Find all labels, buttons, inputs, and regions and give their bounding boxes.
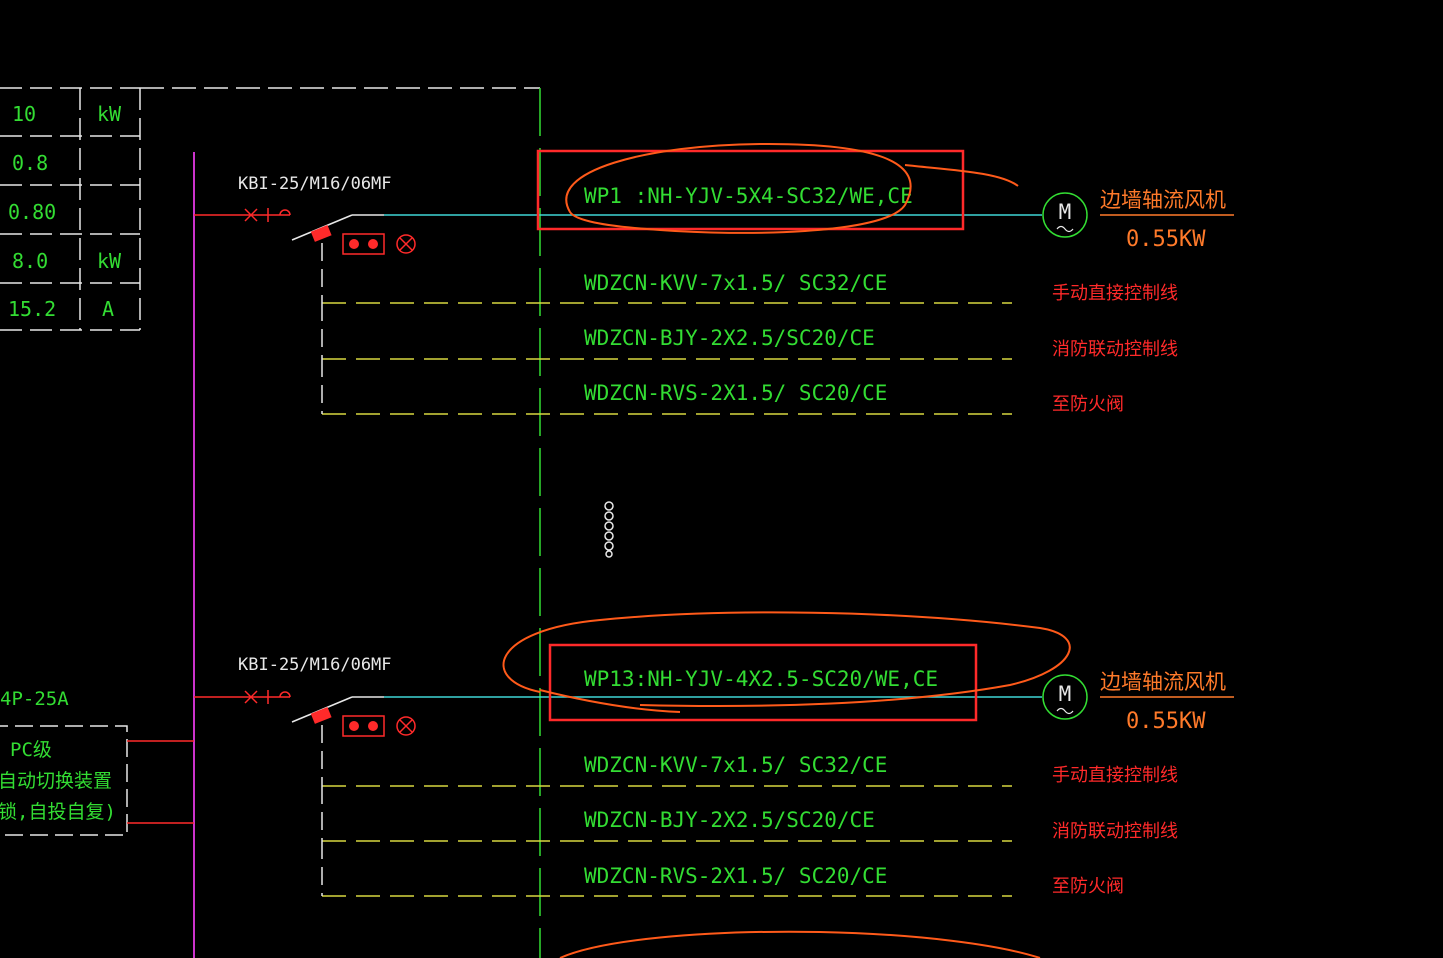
motor-symbol-2: M: [1059, 682, 1072, 706]
signal-lamp-icon-2: [396, 716, 416, 736]
control-cable-2-2: WDZCN-BJY-2X2.5/SC20/CE: [584, 808, 875, 832]
circuit-2: KBI-25/M16/06MF WP13:NH-YJV-4X2.5-SC20/W…: [194, 611, 1234, 897]
table-unit-4: kW: [97, 249, 122, 273]
parameter-table: [0, 87, 141, 331]
control-cable-2-3: WDZCN-RVS-2X1.5/ SC20/CE: [584, 864, 887, 888]
markup-ellipse-1: [565, 142, 1019, 234]
breaker-symbol-2: [244, 690, 291, 704]
breaker-contact-1: [291, 214, 384, 242]
control-purpose-2-1: 手动直接控制线: [1052, 765, 1178, 786]
breaker-symbol-1: [244, 208, 291, 222]
table-value-2: 0.8: [12, 151, 48, 175]
ats-label-line1: PC级: [10, 739, 52, 761]
equipment-name-1: 边墙轴流风机: [1100, 188, 1226, 212]
ats-rating: 4P-25A: [0, 688, 69, 710]
indicator-lights-2: [342, 715, 385, 737]
breaker-contact-2: [291, 696, 384, 724]
power-cable-label-1: WP1 :NH-YJV-5X4-SC32/WE,CE: [584, 184, 913, 208]
breaker-label-1: KBI-25/M16/06MF: [238, 174, 392, 194]
table-unit-5: A: [102, 297, 114, 321]
table-value-5: 15.2: [8, 297, 56, 321]
continuation-dots: [604, 501, 614, 558]
ats-label-line2: 自动切换装置: [0, 770, 112, 792]
control-purpose-1-1: 手动直接控制线: [1052, 283, 1178, 304]
equipment-power-2: 0.55KW: [1126, 709, 1206, 734]
table-value-3: 0.80: [8, 200, 56, 224]
control-purpose-1-2: 消防联动控制线: [1052, 339, 1178, 360]
control-cable-2-1: WDZCN-KVV-7x1.5/ SC32/CE: [584, 753, 887, 777]
equipment-name-2: 边墙轴流风机: [1100, 670, 1226, 694]
markup-arc-bottom: [559, 930, 1041, 958]
motor-icon-2: M: [1042, 674, 1088, 720]
power-cable-label-2: WP13:NH-YJV-4X2.5-SC20/WE,CE: [584, 667, 938, 691]
highlight-box-2: [548, 643, 978, 722]
ats-box: [0, 725, 128, 836]
signal-lamp-icon-1: [396, 234, 416, 254]
control-purpose-2-2: 消防联动控制线: [1052, 821, 1178, 842]
control-purpose-2-3: 至防火阀: [1052, 876, 1124, 897]
table-unit-1: kW: [97, 102, 122, 126]
ats-label-line3: 锁,自投自复): [0, 801, 116, 823]
motor-icon-1: M: [1042, 192, 1088, 238]
control-lines-2: [322, 785, 1012, 897]
control-purpose-1-3: 至防火阀: [1052, 394, 1124, 415]
motor-symbol-1: M: [1059, 200, 1072, 224]
table-value-4: 8.0: [12, 249, 48, 273]
control-lines-1: [322, 302, 1012, 415]
control-cable-1-1: WDZCN-KVV-7x1.5/ SC32/CE: [584, 271, 887, 295]
breaker-label-2: KBI-25/M16/06MF: [238, 655, 392, 675]
equipment-power-1: 0.55KW: [1126, 227, 1206, 252]
markup-ellipse-2: [502, 611, 1071, 713]
control-cable-1-3: WDZCN-RVS-2X1.5/ SC20/CE: [584, 381, 887, 405]
table-value-1: 10: [12, 102, 36, 126]
indicator-lights-1: [342, 233, 385, 255]
circuit-1: KBI-25/M16/06MF WP1 :NH-YJV-5X4-SC32/WE,…: [194, 142, 1234, 415]
control-cable-1-2: WDZCN-BJY-2X2.5/SC20/CE: [584, 326, 875, 350]
highlight-box-1: [536, 149, 965, 231]
